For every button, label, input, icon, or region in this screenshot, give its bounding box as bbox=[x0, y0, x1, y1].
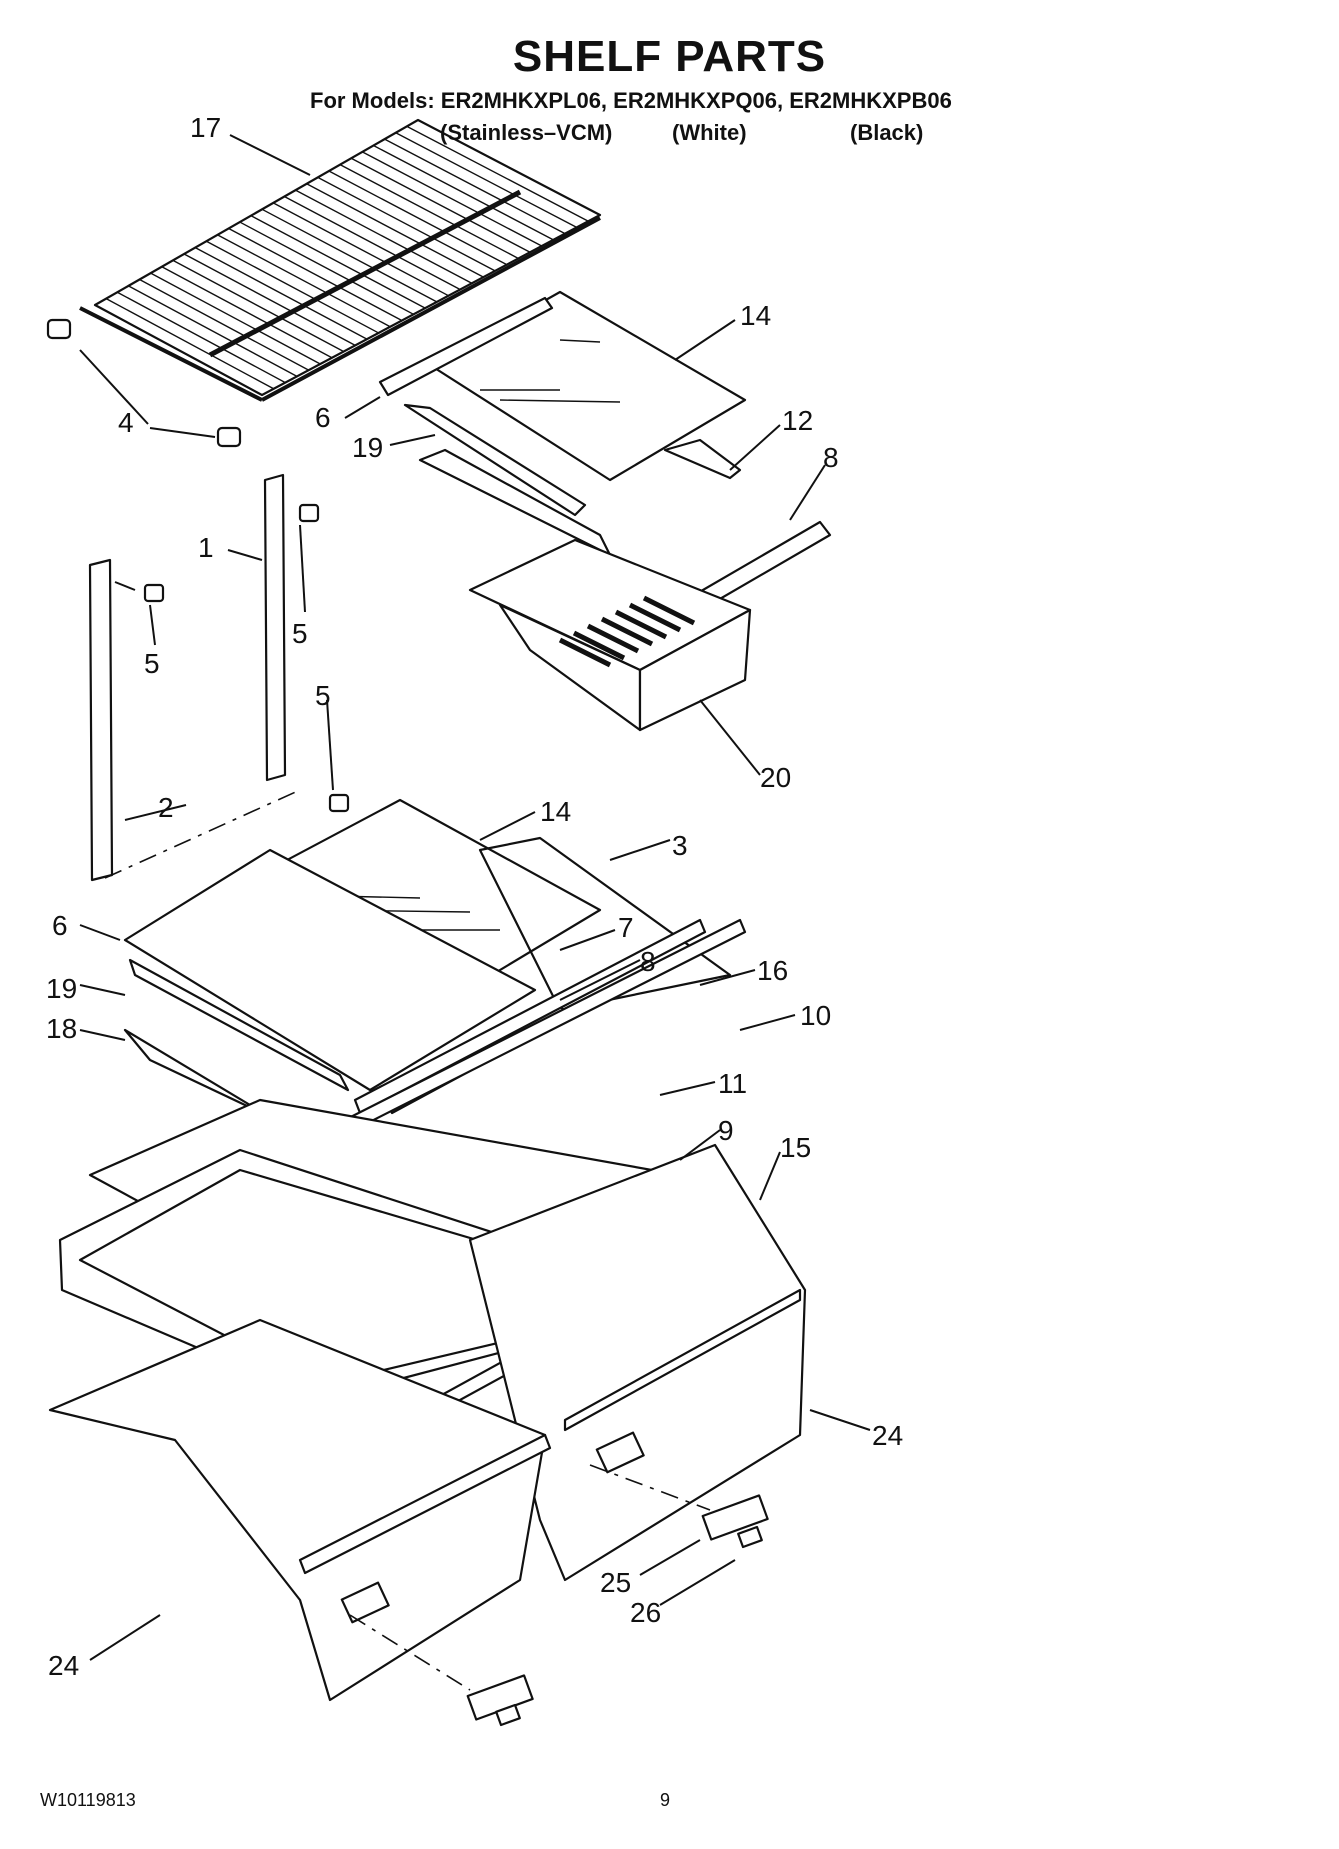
variant-white: (White) bbox=[672, 120, 747, 145]
shelf-trim-rear-16 bbox=[353, 918, 707, 1115]
callout-9: 9 bbox=[718, 1115, 734, 1146]
screw-a bbox=[114, 581, 165, 603]
callout-5-c: 5 bbox=[315, 680, 331, 711]
document-number: W10119813 bbox=[40, 1790, 136, 1810]
wire-shelf bbox=[79, 118, 602, 402]
callout-3: 3 bbox=[672, 830, 688, 861]
humidity-slider-26b bbox=[495, 1703, 521, 1727]
callout-leaders bbox=[79, 134, 871, 1661]
shelf-panel-3 bbox=[478, 836, 732, 1012]
screw-b bbox=[298, 503, 320, 523]
callout-24-right: 24 bbox=[872, 1420, 904, 1451]
callout-20: 20 bbox=[760, 762, 792, 793]
page-number: 9 bbox=[660, 1790, 671, 1810]
callout-24-left: 24 bbox=[48, 1650, 80, 1681]
variant-black: (Black) bbox=[850, 120, 924, 145]
callout-16: 16 bbox=[757, 955, 789, 986]
callout-5-a: 5 bbox=[144, 648, 160, 679]
callout-18: 18 bbox=[46, 1013, 78, 1044]
callout-8-upper: 8 bbox=[823, 442, 839, 473]
humidity-control-25a bbox=[701, 1494, 769, 1541]
callout-12: 12 bbox=[782, 405, 814, 436]
callout-11: 11 bbox=[718, 1068, 748, 1099]
crisper-drawer-right bbox=[468, 1143, 807, 1582]
callout-6-upper: 6 bbox=[315, 402, 331, 433]
callout-14-lower: 14 bbox=[540, 796, 572, 827]
callout-14-upper: 14 bbox=[740, 300, 772, 331]
callout-25: 25 bbox=[600, 1567, 632, 1598]
shelf-rail-2 bbox=[88, 558, 114, 882]
page-title: SHELF PARTS bbox=[512, 32, 827, 81]
callout-8-lower: 8 bbox=[640, 946, 656, 977]
callout-19-upper: 19 bbox=[352, 432, 384, 463]
callout-1: 1 bbox=[198, 532, 214, 563]
humidity-slider-26a bbox=[737, 1525, 763, 1549]
screw-c bbox=[328, 793, 350, 813]
callout-4: 4 bbox=[118, 407, 134, 438]
models-subtitle: For Models: ER2MHKXPL06, ER2MHKXPQ06, ER… bbox=[310, 88, 952, 113]
callout-26: 26 bbox=[630, 1597, 662, 1628]
shelf-frame-middle bbox=[123, 848, 537, 1152]
callout-6-lower: 6 bbox=[52, 910, 68, 941]
callout-15: 15 bbox=[780, 1132, 812, 1163]
callout-7: 7 bbox=[618, 912, 634, 943]
crisper-drawer-left bbox=[48, 1318, 552, 1702]
meat-pan-drawer bbox=[468, 538, 752, 732]
shelf-trim-upper bbox=[378, 296, 554, 397]
callout-19-lower: 19 bbox=[46, 973, 78, 1004]
shelf-clip-right bbox=[216, 426, 242, 448]
shelf-rail-1 bbox=[263, 473, 287, 782]
variant-stainless: (Stainless–VCM) bbox=[440, 120, 613, 145]
callout-5-b: 5 bbox=[292, 618, 308, 649]
callout-2: 2 bbox=[158, 792, 174, 823]
callout-17: 17 bbox=[190, 112, 222, 143]
shelf-clip-left bbox=[46, 318, 72, 340]
callout-10: 10 bbox=[800, 1000, 832, 1031]
shelf-frame-upper bbox=[403, 403, 742, 557]
